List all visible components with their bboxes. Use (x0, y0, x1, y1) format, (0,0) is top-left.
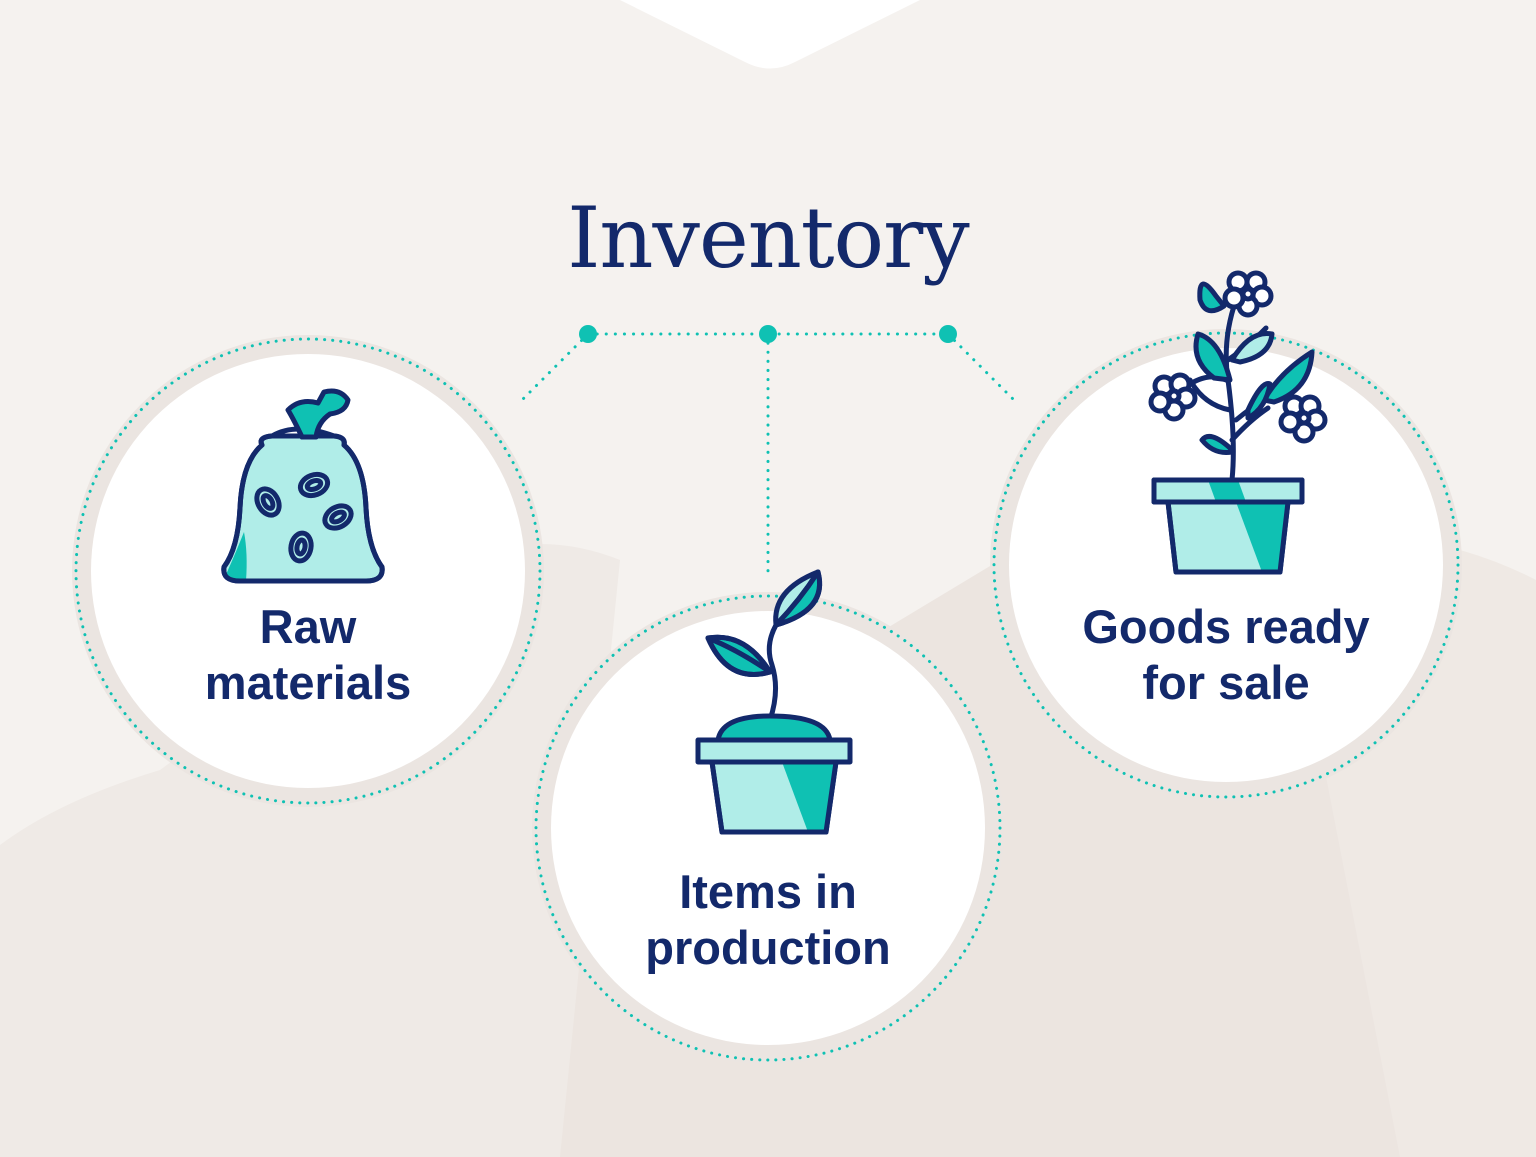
node-label-goods-ready: Goods ready for sale (1046, 599, 1406, 711)
node-label-line: materials (204, 656, 412, 709)
connector-lines (516, 332, 1020, 574)
diagram-title: Inventory (567, 189, 969, 287)
node-label-items-in-production: Items in production (588, 864, 948, 976)
connector-dot-right (939, 325, 957, 343)
sprout-pot-icon (695, 569, 853, 835)
node-label-line: for sale (1142, 656, 1310, 709)
node-label-line: production (645, 921, 891, 974)
node-label-line: Raw (259, 600, 357, 653)
connector-dots (579, 325, 957, 343)
connector-dot-center (759, 325, 777, 343)
node-label-line: Goods ready (1082, 600, 1370, 653)
flowering-plant-pot-icon (1148, 270, 1328, 575)
seed-bag-icon (221, 388, 385, 584)
connector-dot-left (579, 325, 597, 343)
node-label-raw-materials: Raw materials (158, 599, 458, 711)
node-label-line: Items in (679, 865, 857, 918)
